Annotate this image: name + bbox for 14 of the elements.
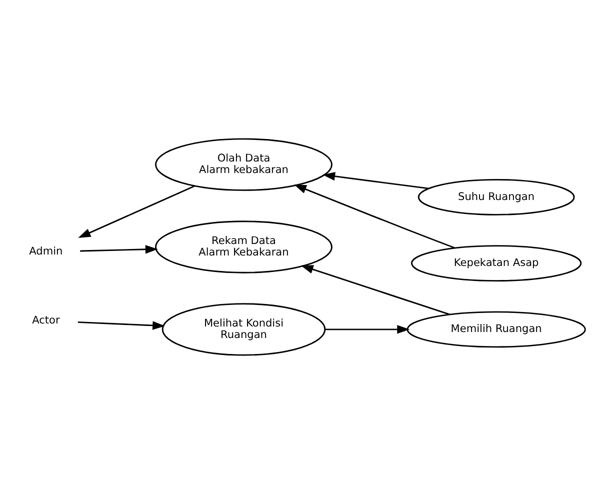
node-ellipse: Kepekatan Asap [411, 244, 582, 282]
node-ellipse: Memilih Ruangan [406, 310, 586, 348]
arrow [78, 184, 195, 238]
arrow [80, 244, 158, 254]
node-ellipse: Melihat Kondisi Ruangan [162, 302, 326, 356]
node-ellipse: Suhu Ruangan [418, 178, 575, 215]
arrow [322, 171, 428, 189]
arrow [325, 324, 410, 334]
node-text: Actor [32, 314, 60, 326]
node-ellipse: Olah Data Alarm kebakaran [155, 138, 332, 190]
node-text: Admin [29, 244, 63, 257]
arrow [78, 320, 166, 330]
arrow [300, 264, 450, 315]
arrow [294, 184, 455, 248]
